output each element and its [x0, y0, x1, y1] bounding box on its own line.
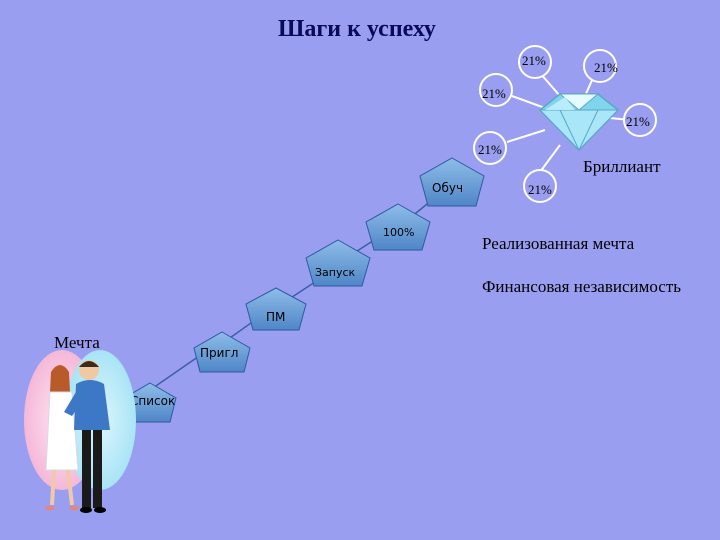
step-100: 100% — [365, 203, 431, 251]
dream-realized-label: Реализованная мечта — [482, 234, 635, 253]
spoke-lines — [506, 72, 631, 173]
step-label-spisok: Список — [130, 394, 175, 408]
step-label-pm: ПМ — [266, 310, 285, 324]
step-obuch: Обуч — [419, 157, 485, 207]
spoke-label-2: 21% — [594, 60, 618, 75]
step-pm: ПМ — [245, 287, 307, 331]
couple-illustration — [24, 350, 136, 513]
step-label-prigl: Пригл — [200, 346, 238, 360]
spoke-circles — [473, 45, 657, 203]
page-title: Шаги к успеху — [278, 16, 436, 42]
step-label-zapusk: Запуск — [315, 266, 356, 279]
spoke-label-4: 21% — [626, 114, 650, 129]
dream-label: Мечта — [54, 333, 100, 352]
diamond-icon — [538, 93, 620, 152]
brilliant-label: Бриллиант — [583, 157, 661, 176]
spoke-label-3: 21% — [482, 86, 506, 101]
spoke-label-6: 21% — [528, 182, 552, 197]
financial-independence-label: Финансовая независимость — [482, 277, 682, 296]
step-prigl: Пригл — [193, 331, 251, 373]
step-zapusk: Запуск — [305, 239, 371, 287]
step-label-obuch: Обуч — [432, 181, 463, 195]
spoke-label-1: 21% — [522, 53, 546, 68]
spoke-label-5: 21% — [478, 142, 502, 157]
step-label-100: 100% — [383, 226, 414, 239]
